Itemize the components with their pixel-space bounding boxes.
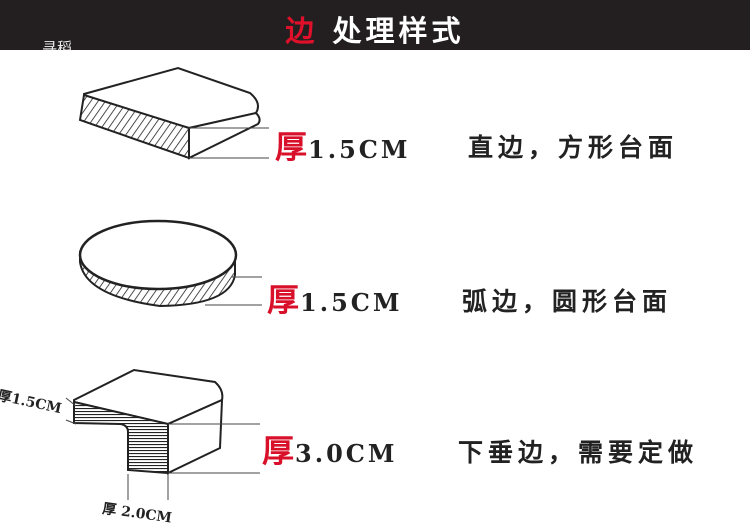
row1-description: 直边，方形台面 (468, 133, 679, 162)
row3-size: 3.0CM (295, 439, 398, 468)
row3-thick-char: 厚 (262, 432, 296, 470)
watermark-bottom: 寻稻 (667, 469, 698, 487)
drop-edge-slab (65, 368, 260, 500)
straight-edge-slab (78, 66, 269, 160)
row3-description: 下垂边，需要定做 (458, 438, 699, 467)
row1-size: 1.5CM (308, 135, 411, 164)
title-text: 处理样式 (332, 14, 465, 48)
watermark-top: 寻稻 (42, 39, 73, 57)
row2-thick-char: 厚 (267, 281, 301, 319)
page-title: 边 处理样式 (0, 8, 750, 50)
header-bar: 边 处理样式 (0, 0, 750, 50)
title-accent: 边 (285, 14, 319, 48)
row3-thickness: 厚3.0CM (262, 426, 397, 472)
row2-description: 弧边，圆形台面 (462, 287, 673, 316)
row1-thickness: 厚1.5CM (275, 122, 410, 168)
round-edge-disc (78, 219, 262, 308)
row1-thick-char: 厚 (275, 128, 309, 166)
row2-size: 1.5CM (300, 288, 403, 317)
row2-thickness: 厚1.5CM (267, 275, 402, 321)
